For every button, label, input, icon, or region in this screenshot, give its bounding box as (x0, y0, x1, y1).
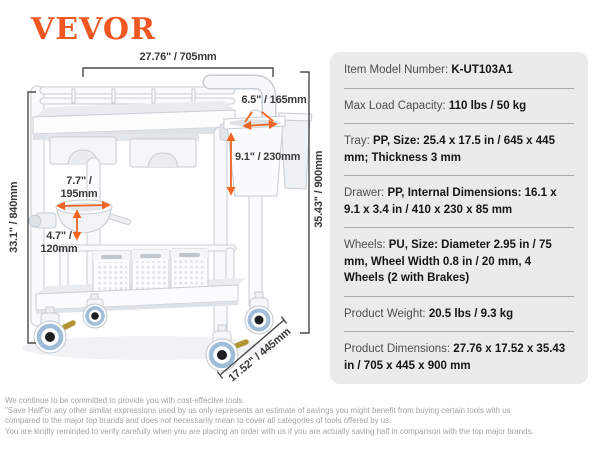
side-buckets (219, 112, 313, 197)
drawer-right-handle (147, 152, 179, 168)
spec-value: 110 lbs / 50 kg (448, 99, 527, 112)
dim-label-bucket-width: 6.5" / 165mm (241, 94, 307, 106)
spec-label: Product Dimensions: (344, 343, 454, 355)
basket-2 (131, 249, 170, 296)
dimension-lines (27, 67, 310, 379)
cart-body (28, 74, 313, 372)
spec-row-weight: Product Weight: 20.5 lbs / 9.3 kg (344, 295, 574, 332)
spec-label: Wheels: (344, 239, 389, 251)
dim-label-height-right: 35.43" / 900mm (312, 150, 325, 228)
bracket-left-height (27, 91, 36, 344)
spec-value: 27.76 x 17.52 x 35.43 in / 705 x 445 x 9… (344, 343, 566, 372)
dimension-arrows (56, 111, 278, 241)
caster-front-left (82, 293, 108, 329)
cart-front-right-leg (213, 126, 228, 343)
bracket-right-height (300, 71, 310, 334)
spec-label: Drawer: (344, 187, 388, 199)
spec-row-load: Max Load Capacity: 110 lbs / 50 kg (344, 87, 574, 124)
spec-value: 20.5 lbs / 9.3 kg (428, 307, 514, 320)
dim-label-height-left: 33.1" / 840mm (7, 181, 20, 253)
disclaimer-line: "Save Half"or any other similar expressi… (5, 406, 511, 416)
spec-row-drawer: Drawer: PP, Internal Dimensions: 16.1 x … (344, 175, 574, 227)
cart-top-rail (39, 86, 236, 105)
arrow-bucket-width (242, 119, 278, 131)
basket-1 (92, 250, 131, 297)
spec-panel: Item Model Number: K-UT103A1 Max Load Ca… (330, 52, 588, 384)
disclaimer-line: We continue to be committed to provide y… (5, 396, 245, 405)
disclaimer: We continue to be committed to provide y… (5, 396, 597, 437)
spec-row-tray: Tray: PP, Size: 25.4 x 17.5 in / 645 x 4… (344, 123, 574, 175)
caster-rear-right (244, 291, 274, 335)
line-depth (219, 319, 285, 376)
spec-label: Item Model Number: (344, 64, 452, 76)
caster-front-right (205, 324, 249, 372)
spec-row-model: Item Model Number: K-UT103A1 (344, 53, 574, 88)
dim-label-bowl-width: 7.7" / 195mm (60, 175, 98, 200)
spec-value: K-UT103A1 (451, 64, 513, 76)
spec-label: Tray: (344, 135, 373, 147)
spec-row-wheels: Wheels: PU, Size: Diameter 2.95 in / 75 … (344, 227, 574, 296)
spec-label: Max Load Capacity: (344, 99, 449, 112)
dim-label-bucket-height: 9.1" / 230mm (235, 151, 301, 163)
spec-row-dimensions: Product Dimensions: 27.76 x 17.52 x 35.4… (344, 331, 574, 383)
cart-top-shelf (32, 101, 236, 140)
disclaimer-line: compared to the major top brands and doe… (5, 416, 392, 426)
dim-label-top-width: 27.76" / 705mm (139, 51, 217, 63)
spec-value: PP, Size: 25.4 x 17.5 in / 645 x 445 mm;… (344, 135, 555, 164)
cart-handle (202, 74, 277, 124)
vevor-logo: VEVOR (31, 12, 156, 47)
arrow-bowl-width (56, 200, 111, 211)
bracket-top-width (82, 67, 274, 77)
spec-value: PP, Internal Dimensions: 16.1 x 9.1 x 3.… (344, 187, 557, 216)
caster-rear-left (33, 306, 76, 354)
spec-label: Product Weight: (344, 307, 429, 320)
spec-value: PU, Size: Diameter 2.95 in / 75 mm, Whee… (344, 239, 552, 284)
cart-rear-left-leg (30, 85, 45, 327)
disclaimer-line: You are kindly reminded to verify carefu… (5, 426, 534, 436)
dim-label-bowl-depth: 4.7" / 120mm (40, 230, 78, 255)
cart-drawers (47, 134, 199, 168)
